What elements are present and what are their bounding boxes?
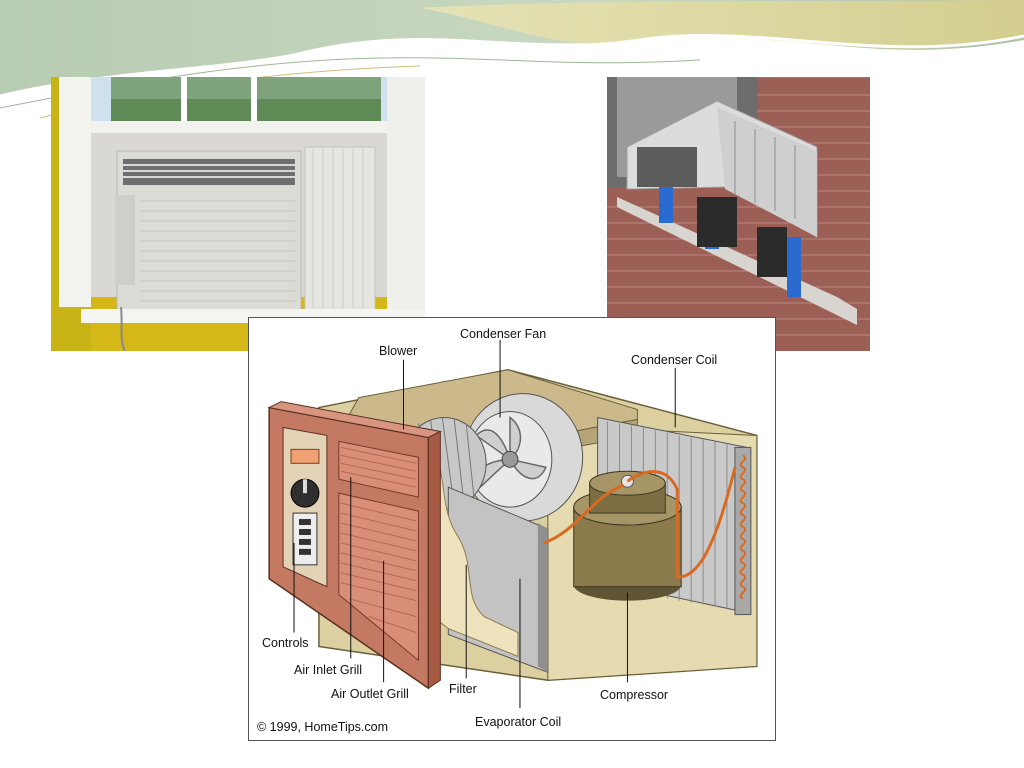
label-air-outlet-grill: Air Outlet Grill bbox=[331, 687, 409, 701]
label-air-inlet-grill: Air Inlet Grill bbox=[294, 663, 363, 677]
decorative-banner bbox=[0, 0, 1024, 119]
label-condenser-coil: Condenser Coil bbox=[631, 353, 718, 367]
label-condenser-fan: Condenser Fan bbox=[460, 327, 547, 341]
copyright-notice: © 1999, HomeTips.com bbox=[257, 720, 389, 734]
label-controls: Controls bbox=[262, 636, 309, 650]
photo-window-ac-outdoor bbox=[607, 77, 870, 351]
label-filter: Filter bbox=[449, 682, 477, 696]
label-evaporator-coil: Evaporator Coil bbox=[475, 715, 562, 729]
photo-window-ac-indoor bbox=[51, 77, 425, 351]
label-compressor: Compressor bbox=[600, 688, 669, 702]
ac-cutaway-diagram: Condenser Fan Blower Condenser Coil Cont… bbox=[248, 317, 776, 741]
label-blower: Blower bbox=[379, 344, 418, 358]
